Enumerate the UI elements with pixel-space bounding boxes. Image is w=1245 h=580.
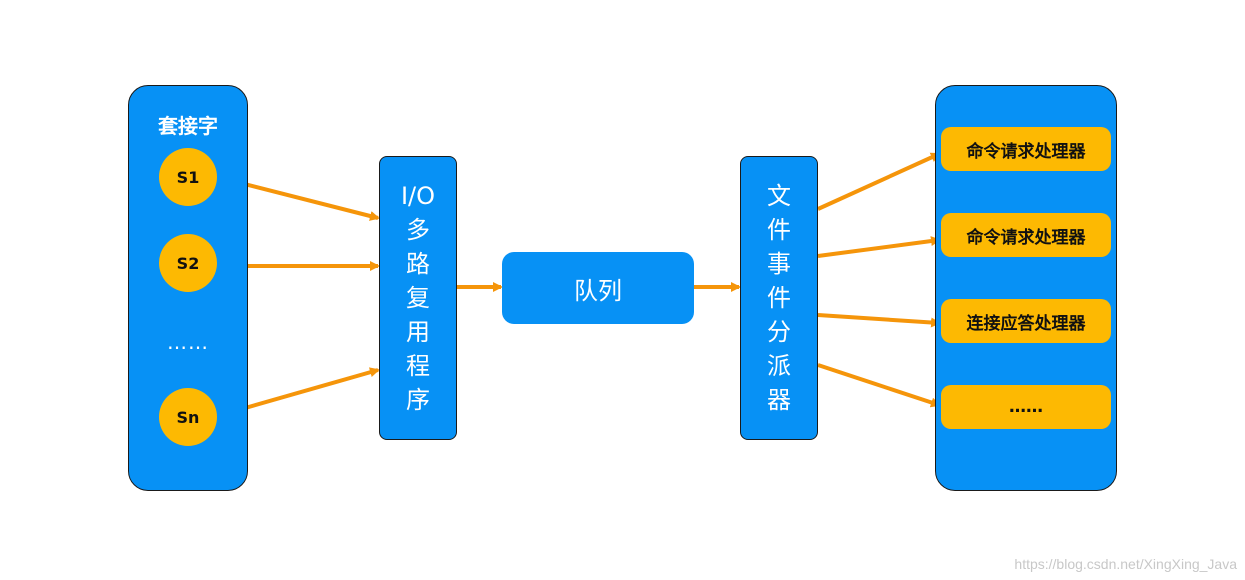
io-multiplexer-label-0: I/O [400, 182, 436, 210]
dispatcher-label-6: 器 [767, 386, 791, 414]
socket-s2: S2 [159, 234, 217, 292]
arrow-dispatcher-to-handler-4 [817, 363, 941, 408]
dispatcher-label-4: 分 [767, 318, 791, 346]
arrow-dispatcher-to-handler-3 [817, 313, 941, 328]
io-multiplexer-box: I/O 多 路 复 用 程 序 [379, 156, 457, 440]
handler-connection-accept: 连接应答处理器 [941, 299, 1111, 343]
socket-s1: S1 [159, 148, 217, 206]
io-multiplexer-label-5: 程 [406, 352, 430, 380]
file-event-dispatcher-box: 文 件 事 件 分 派 器 [740, 156, 818, 440]
io-multiplexer-label-4: 用 [406, 318, 430, 346]
socket-panel-title: 套接字 [158, 114, 218, 138]
dispatcher-label-5: 派 [767, 352, 791, 380]
arrow-dispatcher-to-handler-1 [817, 152, 941, 211]
socket-ellipsis: …… [167, 330, 209, 354]
io-multiplexer-label-2: 路 [406, 250, 430, 278]
dispatcher-label-0: 文 [767, 182, 791, 210]
dispatcher-label-3: 件 [767, 284, 791, 312]
handler-command-request-1: 命令请求处理器 [941, 127, 1111, 171]
dispatcher-label-2: 事 [767, 250, 791, 278]
queue-box: 队列 [502, 252, 694, 324]
socket-sn: Sn [159, 388, 217, 446]
handler-command-request-2: 命令请求处理器 [941, 213, 1111, 257]
watermark: https://blog.csdn.net/XingXing_Java [1014, 556, 1237, 572]
queue-label: 队列 [574, 276, 622, 305]
io-multiplexer-label-1: 多 [406, 216, 430, 244]
io-multiplexer-label-3: 复 [406, 284, 430, 312]
handler-ellipsis: …… [941, 385, 1111, 429]
dispatcher-label-1: 件 [767, 216, 791, 244]
io-multiplexer-label-6: 序 [406, 386, 430, 414]
arrow-dispatcher-to-handler-2 [817, 236, 941, 258]
